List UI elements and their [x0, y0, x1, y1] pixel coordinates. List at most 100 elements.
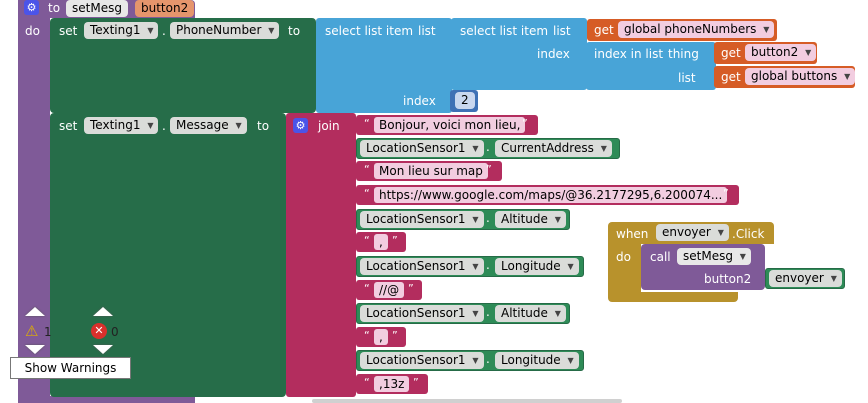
dot-label: .	[486, 352, 490, 366]
procedure-block[interactable]	[18, 0, 195, 403]
close-quote: ”	[522, 117, 528, 130]
location-sensor-block[interactable]: LocationSensor1▼ . Altitude▼	[356, 303, 570, 324]
open-quote: “	[364, 117, 370, 130]
location-sensor-block[interactable]: LocationSensor1▼ . CurrentAddress▼	[356, 138, 620, 159]
arg-component-dropdown[interactable]: envoyer▼	[769, 270, 842, 287]
when-label: when	[616, 227, 649, 241]
close-quote: ”	[392, 329, 398, 342]
proc-do-label: do	[25, 24, 40, 38]
location-sensor-block[interactable]: LocationSensor1 ▼ . Longitude▼	[356, 350, 584, 371]
event-component-value: envoyer	[662, 225, 711, 239]
text-value[interactable]: ,13z	[374, 376, 410, 392]
call-procedure-dropdown[interactable]: setMesg ▼	[677, 248, 751, 265]
dropdown-arrow-icon: ▼	[472, 309, 479, 318]
event-component-dropdown[interactable]: envoyer▼	[656, 224, 729, 241]
text-block[interactable]: “ //@ ”	[356, 280, 422, 300]
component-value: Texting1	[90, 118, 141, 132]
set-label: set	[59, 24, 78, 38]
warning-count: 1	[44, 325, 52, 339]
dropdown-arrow-icon: ▼	[147, 121, 154, 130]
thing-label: thing	[668, 47, 699, 61]
text-block[interactable]: “ https://www.google.com/maps/@36.217729…	[356, 185, 739, 205]
warning-next-arrow-icon[interactable]	[25, 345, 45, 354]
sensor-property-dropdown[interactable]: Altitude▼	[495, 305, 566, 322]
call-procedure-value: setMesg	[683, 249, 733, 263]
join-mutator-gear-icon[interactable]: ⚙	[293, 118, 308, 133]
index-in-list-block[interactable]	[586, 42, 716, 90]
variable-dropdown[interactable]: global buttons ▼	[745, 68, 856, 85]
join-label: join	[318, 119, 340, 133]
text-block[interactable]: “ Bonjour, voici mon lieu, ”	[356, 115, 538, 135]
close-quote: ”	[392, 234, 398, 247]
error-prev-arrow-icon[interactable]	[93, 307, 113, 316]
sensor-component-dropdown[interactable]: LocationSensor1▼	[360, 258, 484, 275]
sensor-component-dropdown[interactable]: LocationSensor1▼	[360, 140, 484, 157]
sensor-property-value: Longitude	[501, 259, 561, 273]
text-value[interactable]: Mon lieu sur map	[374, 163, 488, 179]
component-dropdown[interactable]: Texting1 ▼	[84, 117, 159, 134]
component-dropdown[interactable]: Texting1▼	[84, 22, 159, 39]
variable-dropdown[interactable]: button2▼	[745, 44, 817, 61]
text-block[interactable]: “ ,13z ”	[356, 374, 428, 394]
procedure-name-field[interactable]: setMesg	[66, 0, 128, 17]
dropdown-arrow-icon: ▼	[472, 144, 479, 153]
location-sensor-block[interactable]: LocationSensor1▼ . Altitude▼	[356, 209, 570, 230]
sensor-component-dropdown[interactable]: LocationSensor1 ▼	[360, 352, 484, 369]
show-warnings-button[interactable]: Show Warnings	[10, 357, 131, 379]
warning-icon: ⚠	[25, 322, 39, 340]
variable-value: global phoneNumbers	[624, 22, 757, 36]
mutator-gear-icon[interactable]: ⚙	[24, 0, 39, 15]
text-block[interactable]: “ Mon lieu sur map ”	[356, 161, 502, 181]
get-button2-block[interactable]: get button2▼	[714, 42, 817, 64]
index-in-list-label: index in list	[594, 47, 664, 61]
join-block[interactable]	[286, 113, 356, 397]
envoyer-component-block[interactable]: envoyer▼	[765, 268, 845, 289]
sensor-property-value: Altitude	[501, 212, 548, 226]
property-dropdown[interactable]: Message▼	[170, 117, 247, 134]
sensor-property-dropdown[interactable]: Altitude▼	[495, 211, 566, 228]
dropdown-arrow-icon: ▼	[472, 262, 479, 271]
sensor-property-dropdown[interactable]: Longitude▼	[495, 258, 579, 275]
dot-label: .	[486, 140, 490, 154]
sensor-component-dropdown[interactable]: LocationSensor1▼	[360, 211, 484, 228]
dot-label: .	[486, 305, 490, 319]
horizontal-scrollbar[interactable]	[312, 399, 622, 403]
sensor-property-dropdown[interactable]: Longitude▼	[495, 352, 579, 369]
property-dropdown[interactable]: PhoneNumber▼	[170, 22, 280, 39]
dot-label: .	[162, 24, 166, 38]
set-message-block[interactable]	[50, 113, 286, 397]
get-phonenumbers-block[interactable]: get global phoneNumbers▼	[587, 19, 777, 41]
open-quote: “	[364, 187, 370, 200]
property-value: PhoneNumber	[176, 23, 262, 37]
call-param-label: button2	[704, 272, 752, 286]
text-value[interactable]: https://www.google.com/maps/@36.2177295,…	[374, 187, 728, 203]
open-quote: “	[364, 282, 370, 295]
sensor-component-value: LocationSensor1	[366, 353, 466, 367]
get-buttons-block[interactable]: get global buttons▼	[714, 66, 856, 88]
select-list-item-inner[interactable]	[451, 18, 587, 90]
open-quote: “	[364, 329, 370, 342]
dropdown-arrow-icon: ▼	[844, 72, 851, 81]
index-number[interactable]: 2	[455, 92, 475, 109]
text-block[interactable]: “ , ”	[356, 327, 406, 347]
arg-component-value: envoyer	[775, 271, 824, 285]
location-sensor-block[interactable]: LocationSensor1▼ . Longitude▼	[356, 256, 584, 277]
error-next-arrow-icon[interactable]	[93, 345, 113, 354]
dropdown-arrow-icon: ▼	[472, 356, 479, 365]
warning-prev-arrow-icon[interactable]	[25, 307, 45, 316]
variable-dropdown[interactable]: global phoneNumbers▼	[618, 21, 775, 38]
text-value[interactable]: ,	[374, 329, 388, 345]
sensor-property-dropdown[interactable]: CurrentAddress▼	[495, 140, 612, 157]
text-value[interactable]: ,	[374, 234, 388, 250]
dropdown-arrow-icon: ▼	[739, 252, 746, 261]
procedure-param[interactable]: button2	[135, 0, 195, 17]
close-quote: ”	[413, 376, 419, 389]
text-value[interactable]: Bonjour, voici mon lieu,	[374, 117, 526, 133]
text-value[interactable]: //@	[374, 282, 405, 298]
open-quote: “	[364, 376, 370, 389]
proc-to-label: to	[48, 1, 61, 15]
variable-value: global buttons	[751, 69, 838, 83]
text-block[interactable]: “ , ”	[356, 232, 406, 252]
sensor-component-dropdown[interactable]: LocationSensor1▼	[360, 305, 484, 322]
get-label: get	[594, 23, 614, 37]
